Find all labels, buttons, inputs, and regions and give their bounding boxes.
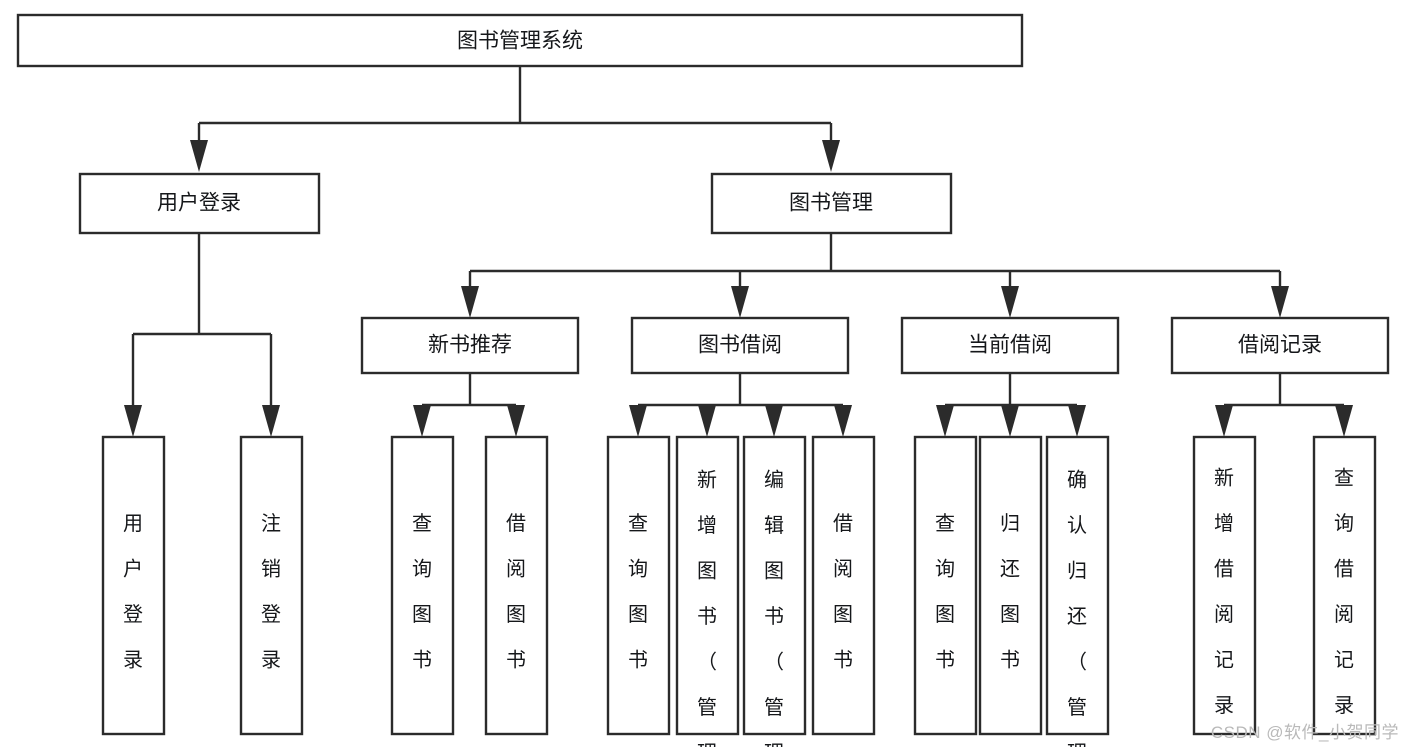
node-user-login[interactable]: 用户登录 [78, 172, 321, 235]
arrow-to-leaf-borrow-book-1 [507, 405, 525, 437]
arrow-to-leaf-confirm-return [1068, 405, 1086, 437]
node-book-manage[interactable]: 图书管理 [710, 172, 953, 235]
node-root[interactable]: 图书管理系统 [16, 13, 1024, 68]
leaf-logout-box[interactable] [239, 435, 304, 736]
current-borrow-label: 当前借阅 [968, 334, 1052, 357]
leaf-add-record-box[interactable] [1192, 435, 1257, 736]
arrow-to-user-login [190, 140, 208, 172]
leaf-user-login-box[interactable] [101, 435, 166, 736]
arrow-to-leaf-borrow-book-2 [834, 405, 852, 437]
borrow-record-label: 借阅记录 [1238, 334, 1322, 357]
leaf-borrow-book-2-box[interactable] [811, 435, 876, 736]
node-leaf-confirm-return[interactable]: 确认归还（管理员） [1045, 435, 1110, 747]
leaf-query-record-label: 查询借阅记录 [1334, 466, 1354, 717]
leaf-query-record-box[interactable] [1312, 435, 1377, 736]
node-current-borrow[interactable]: 当前借阅 [900, 316, 1120, 375]
book-manage-box[interactable] [710, 172, 953, 235]
node-borrow-record[interactable]: 借阅记录 [1170, 316, 1390, 375]
watermark-text: CSDN @软件_小贺同学 [1210, 723, 1399, 742]
arrow-to-leaf-query-record [1335, 405, 1353, 437]
node-leaf-add-record[interactable]: 新增借阅记录 [1192, 435, 1257, 736]
arrow-to-new-book-rec [461, 286, 479, 318]
node-leaf-query-book-1[interactable]: 查询图书 [390, 435, 455, 736]
node-leaf-query-book-3[interactable]: 查询图书 [913, 435, 978, 736]
node-leaf-borrow-book-2[interactable]: 借阅图书 [811, 435, 876, 736]
arrow-to-leaf-add-record [1215, 405, 1233, 437]
root-box[interactable] [16, 13, 1024, 68]
leaf-query-book-3-box[interactable] [913, 435, 978, 736]
book-borrow-box[interactable] [630, 316, 850, 375]
leaf-logout-label: 注销登录 [261, 512, 281, 672]
node-leaf-return-book[interactable]: 归还图书 [978, 435, 1043, 736]
leaf-borrow-book-2-label: 借阅图书 [833, 512, 853, 672]
book-borrow-label: 图书借阅 [698, 334, 782, 357]
new-book-rec-label: 新书推荐 [428, 334, 512, 357]
node-leaf-user-login[interactable]: 用户登录 [101, 435, 166, 736]
arrow-to-current-borrow [1001, 286, 1019, 318]
node-book-borrow[interactable]: 图书借阅 [630, 316, 850, 375]
arrow-to-leaf-query-book-3 [936, 405, 954, 437]
leaf-borrow-book-1-box[interactable] [484, 435, 549, 736]
arrow-to-book-manage [822, 140, 840, 172]
borrow-record-box[interactable] [1170, 316, 1390, 375]
arrow-to-leaf-edit-book [765, 405, 783, 437]
leaf-query-book-2-box[interactable] [606, 435, 671, 736]
leaf-confirm-return-label: 确认归还（管理员） [1067, 468, 1087, 747]
node-new-book-rec[interactable]: 新书推荐 [360, 316, 580, 375]
arrow-to-leaf-logout [262, 405, 280, 437]
connector-layer [124, 66, 1353, 437]
node-leaf-query-book-2[interactable]: 查询图书 [606, 435, 671, 736]
leaf-edit-book-label: 编辑图书（管理员） [764, 468, 784, 747]
leaf-return-book-label: 归还图书 [1000, 512, 1020, 672]
arrow-to-leaf-query-book-1 [413, 405, 431, 437]
user-login-box[interactable] [78, 172, 321, 235]
node-leaf-logout[interactable]: 注销登录 [239, 435, 304, 736]
node-leaf-query-record[interactable]: 查询借阅记录 [1312, 435, 1377, 736]
leaf-borrow-book-1-label: 借阅图书 [506, 512, 526, 672]
arrow-to-leaf-user-login [124, 405, 142, 437]
current-borrow-box[interactable] [900, 316, 1120, 375]
leaf-query-book-1-box[interactable] [390, 435, 455, 736]
leaf-add-record-label: 新增借阅记录 [1214, 466, 1234, 717]
root-label: 图书管理系统 [457, 30, 583, 53]
book-manage-label: 图书管理 [789, 192, 873, 215]
user-login-label: 用户登录 [157, 192, 241, 215]
new-book-rec-box[interactable] [360, 316, 580, 375]
leaf-return-book-box[interactable] [978, 435, 1043, 736]
leaf-query-book-1-label: 查询图书 [412, 512, 432, 672]
leaf-user-login-label: 用户登录 [123, 513, 143, 672]
arrow-to-leaf-query-book-2 [629, 405, 647, 437]
leaf-query-book-3-label: 查询图书 [935, 512, 955, 672]
node-leaf-borrow-book-1[interactable]: 借阅图书 [484, 435, 549, 736]
arrow-to-leaf-add-book [698, 405, 716, 437]
leaf-add-book-label: 新增图书（管理员） [697, 468, 717, 747]
leaf-edit-book-box[interactable] [742, 435, 807, 736]
arrow-to-book-borrow [731, 286, 749, 318]
leaf-query-book-2-label: 查询图书 [628, 512, 648, 672]
leaf-add-book-box[interactable] [675, 435, 740, 736]
arrow-to-leaf-return-book [1001, 405, 1019, 437]
node-leaf-add-book[interactable]: 新增图书（管理员） [675, 435, 740, 747]
arrow-to-borrow-record [1271, 286, 1289, 318]
leaf-confirm-return-box[interactable] [1045, 435, 1110, 736]
node-leaf-edit-book[interactable]: 编辑图书（管理员） [742, 435, 807, 747]
